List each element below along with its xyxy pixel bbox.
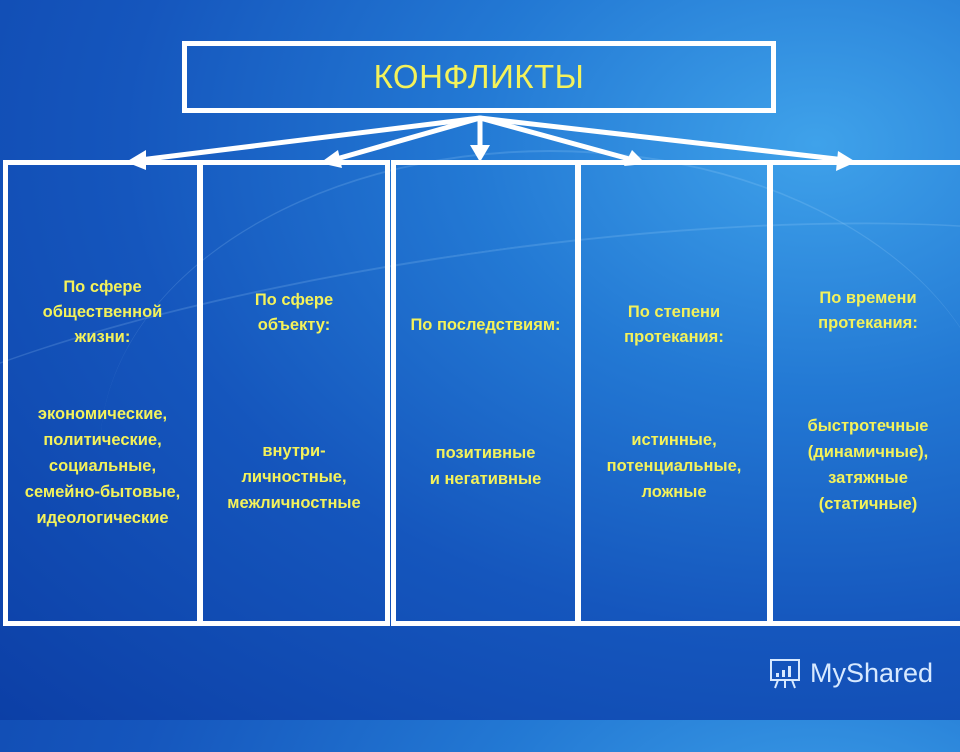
watermark: MyShared (768, 656, 933, 690)
watermark-text: MyShared (810, 657, 934, 688)
column-heading: По сфере общественной жизни: (42, 278, 163, 346)
column-items: внутри- личностные, межличностные (227, 442, 361, 512)
presentation-board-icon (770, 659, 800, 689)
column-items: экономические, политические, социальные,… (24, 405, 181, 527)
column-heading: По последствиям: (410, 316, 561, 334)
category-column-consequences: По последствиям: позитивные и негативные (391, 160, 580, 626)
column-items: позитивные и негативные (429, 444, 542, 488)
category-column-social-sphere: По сфере общественной жизни: экономическ… (3, 160, 202, 626)
column-heading: По степени протекания: (624, 303, 724, 346)
diagram-title: КОНФЛИКТЫ (373, 58, 585, 95)
column-items: истинные, потенциальные, ложные (606, 431, 742, 501)
column-heading: По времени протекания: (818, 289, 918, 332)
category-column-object: По сфере объекту: внутри- личностные, ме… (198, 160, 390, 626)
column-heading: По сфере объекту: (254, 291, 334, 334)
column-items: быстротечные (динамичные), затяжные (ста… (807, 417, 929, 513)
title-box: КОНФЛИКТЫ (182, 41, 776, 113)
category-column-time: По времени протекания: быстротечные (дин… (768, 160, 960, 626)
category-column-degree: По степени протекания: истинные, потенци… (576, 160, 772, 626)
